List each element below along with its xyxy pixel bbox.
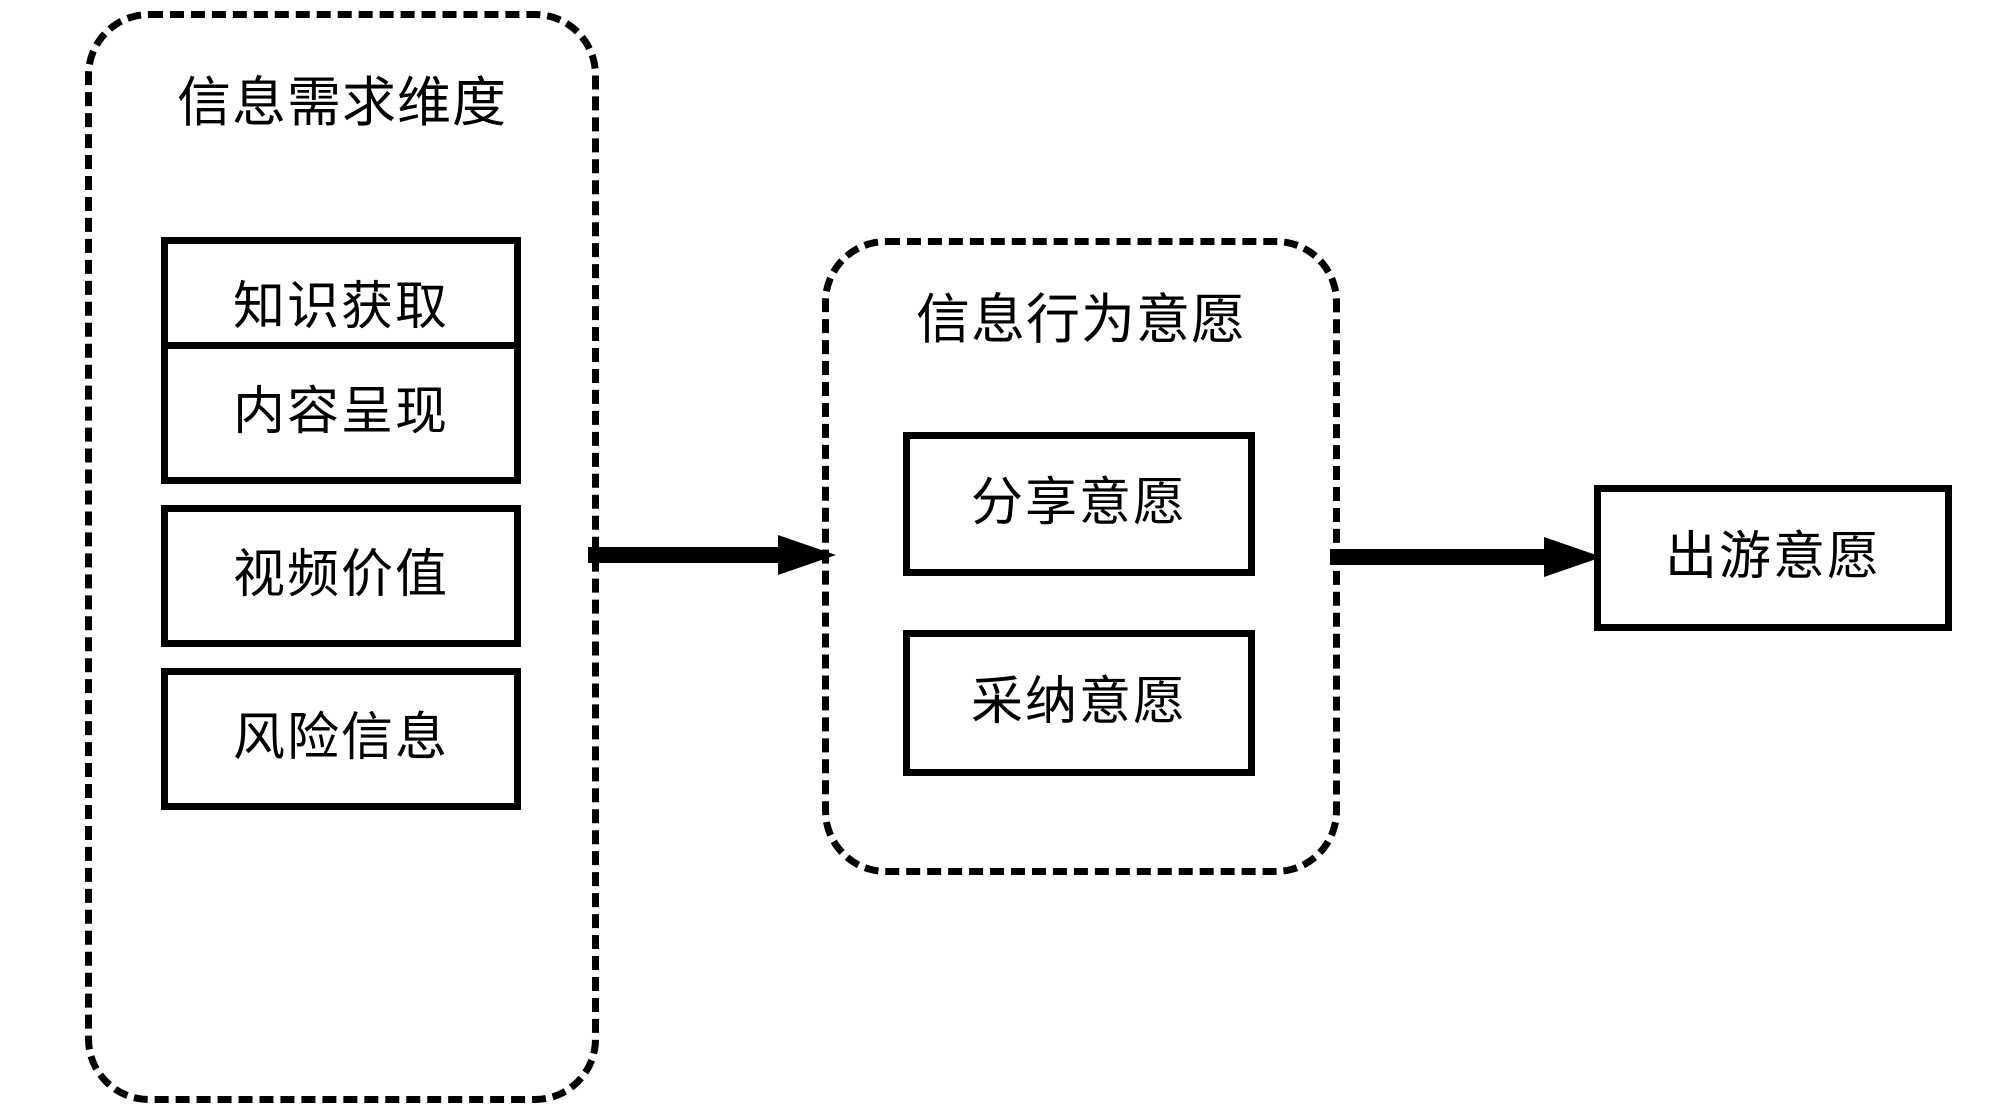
arrow-behavior-to-travel-icon <box>1330 537 1602 577</box>
node-video-value[interactable]: 视频价值 <box>161 505 521 647</box>
node-label-video-value: 视频价值 <box>232 547 449 604</box>
group-title-information-behavior-intention: 信息行为意愿 <box>916 290 1246 350</box>
arrow-need-to-behavior-icon <box>588 535 836 575</box>
node-sharing-intention[interactable]: 分享意愿 <box>903 432 1255 576</box>
node-label-content-presentation: 内容呈现 <box>232 384 449 441</box>
node-label-knowledge-acquisition: 知识获取 <box>232 279 449 336</box>
node-content-presentation[interactable]: 内容呈现 <box>161 342 521 484</box>
arrow-behavior-to-travel <box>1330 537 1602 577</box>
node-label-sharing-intention: 分享意愿 <box>970 475 1187 532</box>
node-label-travel-intention: 出游意愿 <box>1664 529 1881 586</box>
node-risk-information[interactable]: 风险信息 <box>161 668 521 810</box>
node-adoption-intention[interactable]: 采纳意愿 <box>903 630 1255 776</box>
node-label-risk-information: 风险信息 <box>232 710 449 767</box>
group-title-information-need-dimension: 信息需求维度 <box>177 73 507 133</box>
arrow-need-to-behavior <box>588 535 836 575</box>
node-travel-intention[interactable]: 出游意愿 <box>1594 485 1952 631</box>
node-label-adoption-intention: 采纳意愿 <box>970 674 1187 731</box>
